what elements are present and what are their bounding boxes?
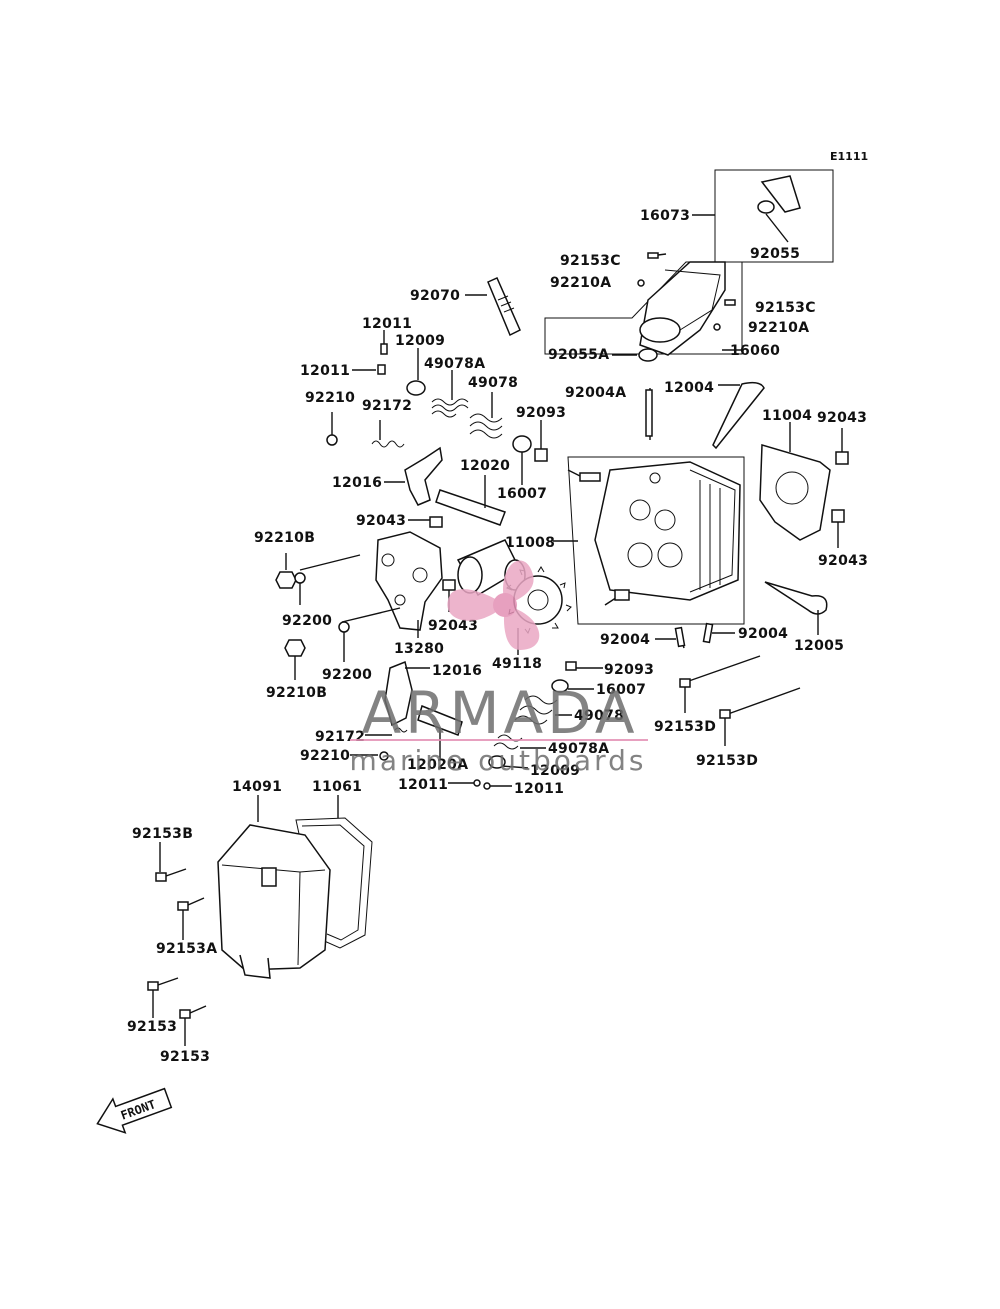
watermark: ARMADA marine outboards	[350, 560, 648, 777]
label-49078A-bottom: 49078A	[548, 741, 609, 757]
label-92093-bottom: 92093	[604, 662, 654, 678]
label-92055: 92055	[750, 246, 800, 262]
label-49078-top: 49078	[468, 375, 518, 391]
label-92210A-top: 92210A	[550, 275, 611, 291]
label-92210-top: 92210	[305, 390, 355, 406]
label-92043-left: 92043	[356, 513, 406, 529]
label-12011-top: 12011	[362, 316, 412, 332]
valves-upper	[645, 381, 849, 548]
label-13280: 13280	[394, 641, 444, 657]
watermark-brand: ARMADA	[361, 679, 638, 747]
camshaft-holder	[299, 531, 443, 638]
label-16007-bottom: 16007	[596, 682, 646, 698]
watermark-tagline: marine outboards	[350, 744, 647, 777]
label-92210A-right: 92210A	[748, 320, 809, 336]
label-92043-center: 92043	[428, 618, 478, 634]
label-92004-right: 92004	[738, 626, 788, 642]
rocker-arm-upper	[384, 446, 506, 528]
label-12009-bottom: 12009	[530, 763, 580, 779]
label-12011-bottom-left: 12011	[398, 777, 448, 793]
head-cover	[217, 795, 373, 979]
label-92153-upper: 92153	[127, 1019, 177, 1035]
label-11061: 11061	[312, 779, 362, 795]
label-92043-right-bottom: 92043	[818, 553, 868, 569]
label-92043-right-top: 92043	[817, 410, 867, 426]
label-12020-top: 12020	[460, 458, 510, 474]
label-16073: 16073	[640, 208, 690, 224]
label-11004: 11004	[762, 408, 812, 424]
label-12016-top: 12016	[332, 475, 382, 491]
label-16007-top: 16007	[497, 486, 547, 502]
label-92210B-bottom: 92210B	[266, 685, 327, 701]
cylinder-head	[553, 456, 745, 625]
label-92153D-left: 92153D	[654, 719, 716, 735]
label-92153B: 92153B	[132, 826, 193, 842]
label-11008: 11008	[505, 535, 555, 551]
label-92153C-right: 92153C	[755, 300, 816, 316]
label-92004A: 92004A	[565, 385, 626, 401]
intake-gasket-kit-box	[692, 169, 834, 263]
label-12011-mid: 12011	[300, 363, 350, 379]
label-92153A: 92153A	[156, 941, 217, 957]
diagram-code: E1111	[830, 150, 868, 163]
label-12011-bottom-right: 12011	[514, 781, 564, 797]
intake-pipe	[544, 252, 743, 362]
label-49078A-top: 49078A	[424, 356, 485, 372]
label-92153C-top: 92153C	[560, 253, 621, 269]
label-12020A: 12020A	[407, 757, 468, 773]
label-92200-top: 92200	[282, 613, 332, 629]
label-14091: 14091	[232, 779, 282, 795]
label-92210B-top: 92210B	[254, 530, 315, 546]
label-92093-top: 92093	[516, 405, 566, 421]
label-92172-bottom: 92172	[315, 729, 365, 745]
spark-plug	[465, 277, 521, 337]
upper-valve-train	[326, 330, 548, 485]
front-arrow: FRONT	[96, 1087, 173, 1134]
label-12016-bottom: 12016	[432, 663, 482, 679]
cover-bolts	[147, 842, 207, 1046]
label-92070: 92070	[410, 288, 460, 304]
propeller-logo	[447, 560, 540, 650]
left-nuts-washers	[275, 553, 350, 680]
label-92210-bottom: 92210	[300, 748, 350, 764]
label-92004-left: 92004	[600, 632, 650, 648]
label-92055A: 92055A	[548, 347, 609, 363]
label-16060: 16060	[730, 343, 780, 359]
label-92172-top: 92172	[362, 398, 412, 414]
label-92200-bottom: 92200	[322, 667, 372, 683]
label-12005: 12005	[794, 638, 844, 654]
label-92153-lower: 92153	[160, 1049, 210, 1065]
label-12004: 12004	[664, 380, 714, 396]
lower-right-parts	[655, 581, 828, 746]
label-49118: 49118	[492, 656, 542, 672]
label-92153D-right: 92153D	[696, 753, 758, 769]
label-12009-top: 12009	[395, 333, 445, 349]
label-49078-bottom: 49078	[574, 708, 624, 724]
